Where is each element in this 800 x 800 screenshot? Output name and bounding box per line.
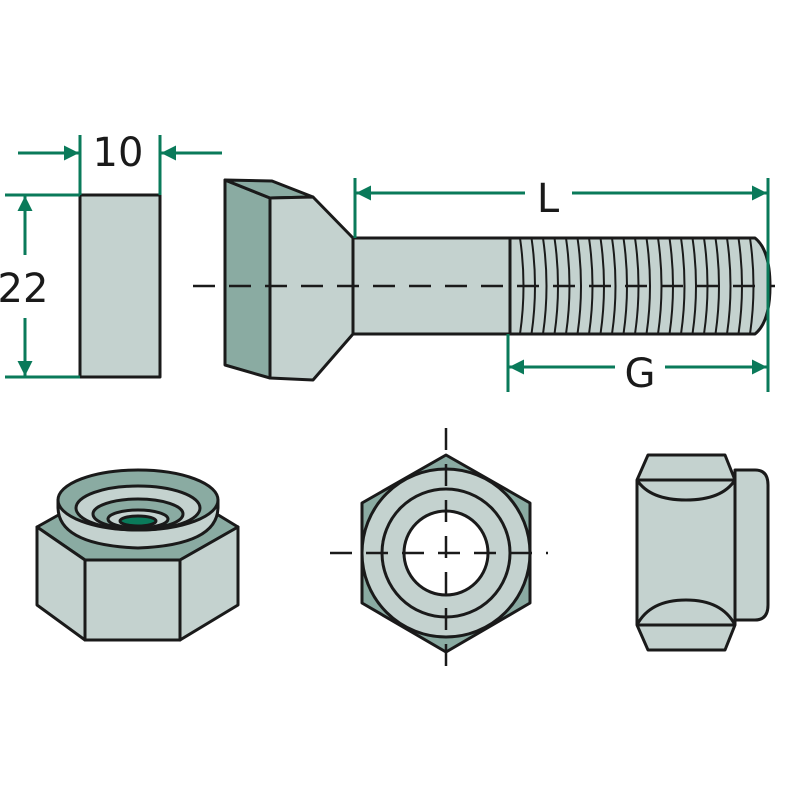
thread-rib (680, 237, 686, 335)
width-dimension: 10 (18, 130, 222, 195)
width-label: 10 (93, 130, 144, 176)
height-label: 22 (0, 266, 48, 312)
spacer-block (78, 193, 162, 379)
length-dimension: L (353, 176, 770, 392)
thread-rib (691, 237, 697, 335)
thread-rib (576, 237, 582, 335)
lock-nut-perspective (35, 468, 240, 642)
thread-dimension: G (506, 334, 767, 397)
thread-rib (611, 237, 617, 335)
thread-rib (542, 237, 548, 335)
lock-nut-side (635, 453, 770, 652)
thread-rib (726, 237, 732, 335)
length-label: L (537, 176, 560, 222)
plow-bolt (193, 178, 775, 382)
height-dimension: 22 (0, 193, 80, 379)
thread-rib (645, 237, 651, 335)
thread-label: G (625, 351, 656, 397)
hex-nut-front (330, 428, 548, 680)
